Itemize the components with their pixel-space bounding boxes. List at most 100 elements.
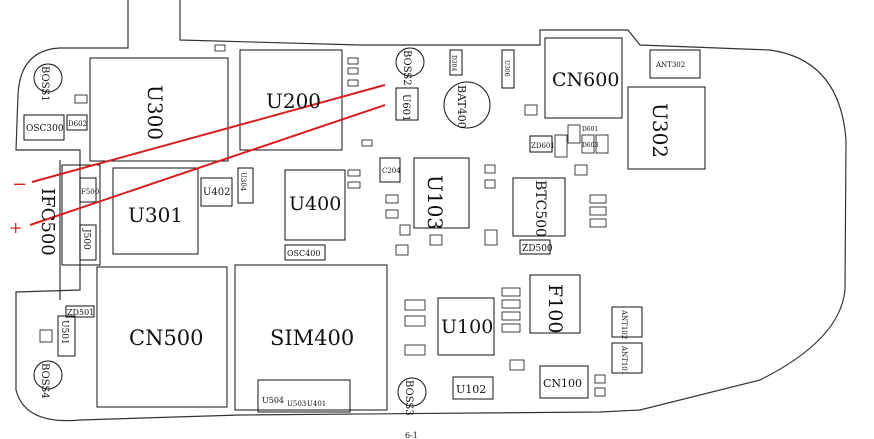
label-btc500: BTC500 [532, 180, 548, 237]
chip-u102 [452, 376, 494, 400]
label-boss4: BOSS4 [39, 363, 50, 399]
label-u304: U304 [239, 172, 247, 192]
passive [484, 164, 496, 174]
label-u302: U302 [648, 103, 672, 158]
label-boss3: BOSS3 [403, 380, 414, 416]
chip-u103 [413, 157, 470, 229]
label-u300: U300 [143, 85, 167, 140]
label-ifc500: IFC500 [37, 188, 58, 256]
connector-cn100 [539, 365, 589, 399]
label-ant302: ANT302 [655, 61, 685, 69]
label-u103: U103 [423, 175, 447, 230]
label-cn100: CN100 [543, 377, 582, 390]
passive [581, 134, 595, 154]
label-zd601: ZD601 [531, 142, 555, 150]
negative-wire [31, 84, 386, 183]
chip-group [23, 37, 706, 413]
label-u601: U601 [400, 94, 411, 122]
passive [501, 299, 521, 309]
page-number: 6-1 [405, 431, 418, 439]
label-zd500: ZD500 [522, 244, 553, 254]
chip-zd500 [519, 239, 551, 255]
passive [74, 94, 88, 104]
label-u402: U402 [203, 187, 231, 198]
positive-wire [29, 104, 386, 226]
passive [589, 194, 607, 204]
label-boss2: BOSS2 [401, 50, 412, 86]
positive-probe-label: + [9, 218, 22, 237]
label-f500: F500 [81, 188, 99, 196]
chip-u100 [437, 297, 495, 356]
passive [404, 344, 426, 356]
connector-ifc500 [61, 164, 101, 266]
passive [214, 44, 226, 52]
board-outline [15, 0, 847, 422]
label-u100: U100 [441, 316, 493, 338]
passive [347, 67, 359, 75]
passive [429, 234, 443, 246]
passive [347, 181, 361, 189]
chip-c204 [379, 157, 401, 183]
probe-wires [29, 84, 386, 226]
chip-zd601 [529, 135, 553, 153]
chip-u304 [237, 167, 254, 204]
passive [347, 169, 361, 177]
label-boss1: BOSS1 [39, 66, 50, 102]
passive [385, 209, 399, 219]
passive [395, 244, 409, 256]
label-cn600: CN600 [552, 69, 619, 91]
chip-u302 [627, 86, 706, 170]
passive [347, 57, 359, 65]
chip-zd501 [65, 305, 95, 318]
connector-cn600 [544, 37, 623, 119]
chip-u301 [112, 167, 199, 255]
chip-group-bottom [257, 379, 351, 413]
label-c204: C204 [382, 167, 401, 175]
label-d304: D304 [450, 55, 457, 71]
label-d601: D601 [582, 126, 598, 133]
chip-u300 [89, 57, 229, 162]
passive [524, 104, 538, 116]
passive [404, 315, 426, 327]
antenna-ant102 [611, 306, 643, 338]
passive [509, 359, 525, 371]
chip-btc500 [512, 177, 566, 237]
label-u102: U102 [456, 383, 486, 396]
chip-u200 [239, 49, 343, 151]
passive [484, 229, 498, 246]
label-u503: U503 [287, 400, 306, 408]
passive [484, 179, 496, 189]
passive [501, 323, 521, 333]
label-u401: U401 [307, 400, 326, 408]
label-u400: U400 [289, 193, 341, 215]
label-ant102: ANT102 [620, 309, 628, 339]
passive [554, 134, 568, 158]
chip-d304 [449, 49, 463, 76]
fuse-f100 [529, 274, 581, 334]
chip-u306 [501, 49, 515, 89]
passive [574, 164, 588, 176]
passive [589, 206, 607, 216]
label-d603: D603 [582, 142, 598, 149]
passive [404, 299, 426, 311]
osc400 [284, 244, 326, 261]
label-cn500: CN500 [129, 326, 204, 350]
passive [347, 79, 359, 87]
label-u504: U504 [262, 396, 284, 405]
passive [399, 224, 411, 236]
battery-bat400 [443, 81, 491, 129]
passive [567, 124, 581, 144]
label-j500: J500 [81, 228, 91, 250]
round-elements [33, 47, 491, 407]
chip-u400 [284, 169, 346, 241]
negative-probe-label: − [12, 174, 27, 195]
boss-hole-2 [395, 47, 425, 77]
passive-parts [39, 44, 609, 397]
label-sim400: SIM400 [270, 326, 354, 350]
label-zd501: ZD501 [67, 308, 94, 317]
passive [594, 374, 606, 384]
chip-d602 [66, 114, 88, 131]
passive [589, 218, 607, 228]
label-d602: D602 [68, 120, 87, 128]
